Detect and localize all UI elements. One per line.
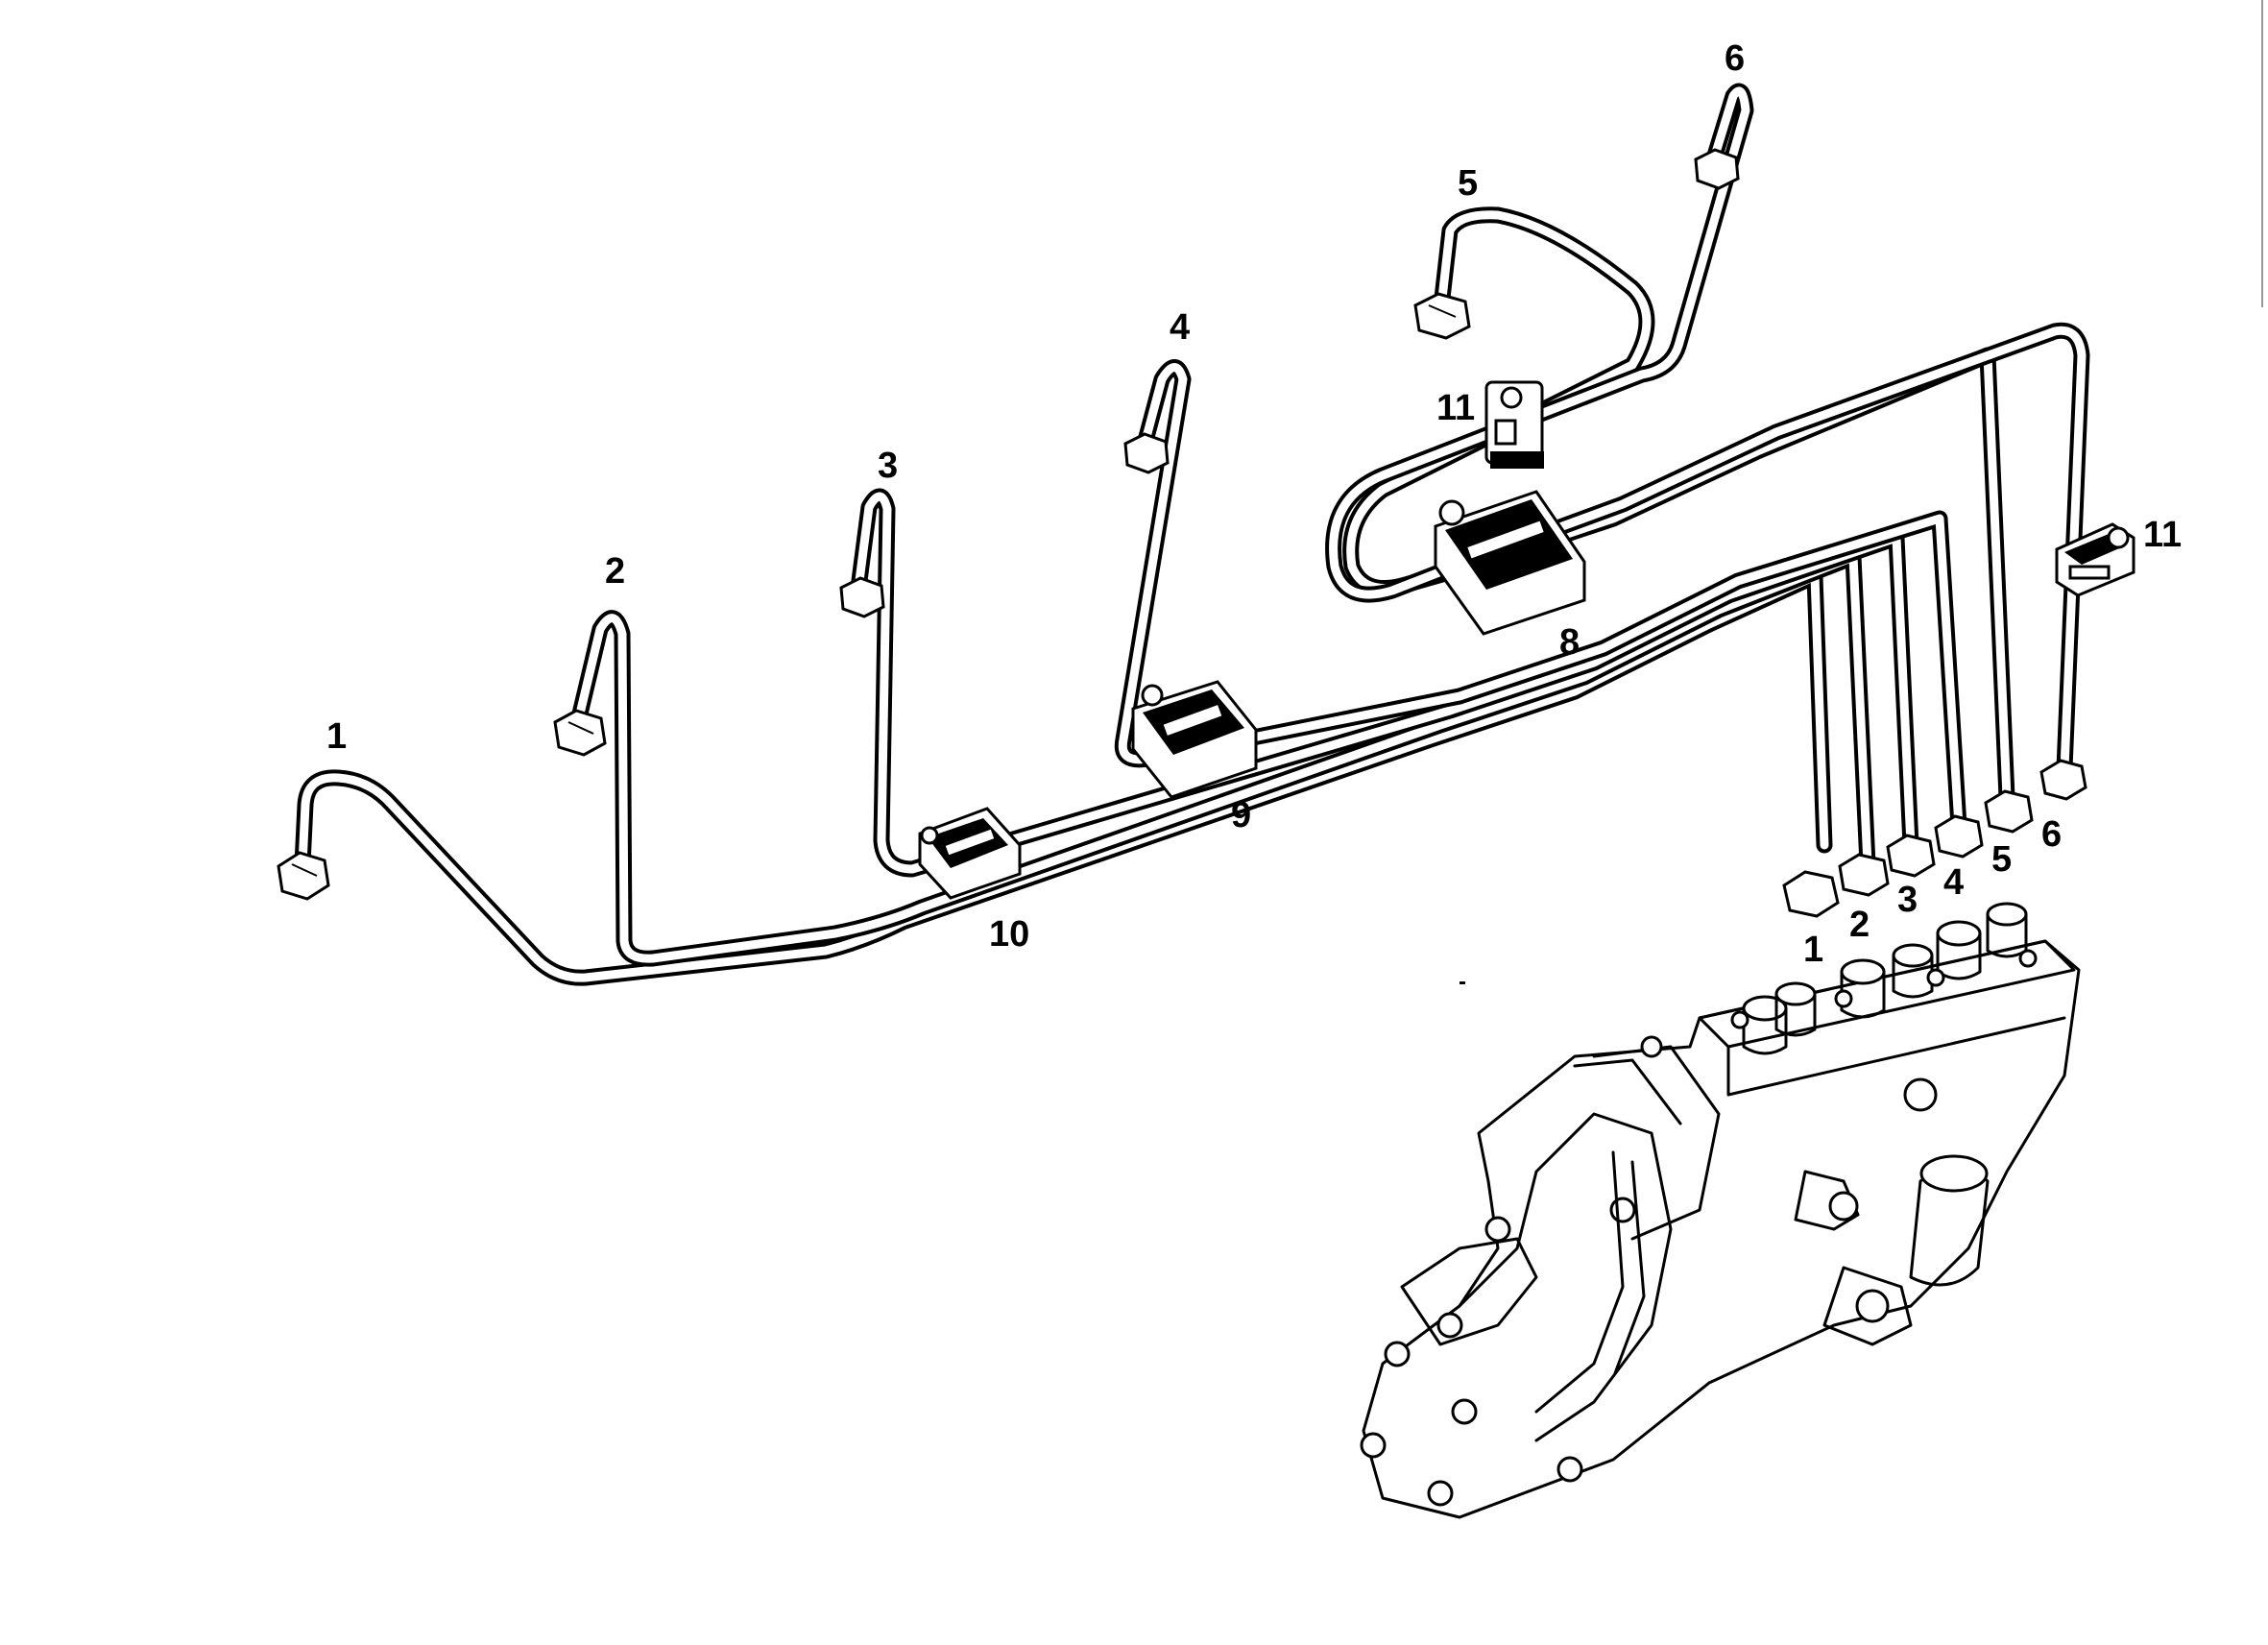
bracket-11-top — [1484, 380, 1544, 469]
callout-pipe-1: 1 — [326, 716, 348, 757]
pipe-2 — [567, 548, 1876, 967]
bracket-11-right — [2055, 522, 2135, 597]
callout-clamp-9: 9 — [1231, 795, 1252, 835]
callout-pipe-4: 4 — [1170, 307, 1191, 348]
delivery-valve-holders — [1698, 902, 2076, 1097]
callout-clamp-8: 8 — [1559, 622, 1580, 663]
clamp-10 — [918, 807, 1022, 900]
pipe-3 — [849, 488, 1919, 878]
pump-bolts — [1360, 1035, 1663, 1507]
clamp-9 — [1131, 680, 1258, 799]
pipe-4 — [1114, 359, 1967, 835]
outlet-nut-4 — [1934, 814, 1984, 859]
callout-outlet-3: 3 — [1897, 880, 1918, 920]
callout-outlet-4: 4 — [1943, 862, 1965, 903]
nut-pipe-5 — [1413, 292, 1471, 340]
pipe-5 — [1342, 206, 2015, 806]
clamp-8 — [1434, 490, 1586, 636]
callout-outlet-6: 6 — [2041, 814, 2063, 855]
scan-mark — [1460, 981, 1465, 984]
outlet-nut-5 — [1984, 789, 2034, 834]
pump-side-fittings — [1794, 1077, 1990, 1346]
callout-pipe-2: 2 — [605, 551, 626, 592]
callout-outlet-5: 5 — [1991, 839, 2013, 880]
injection-pipes — [294, 83, 2090, 986]
pipe-1 — [294, 568, 1833, 986]
callout-pipe-5: 5 — [1458, 163, 1479, 204]
outlet-nut-1 — [1782, 870, 1840, 918]
callout-outlet-2: 2 — [1849, 905, 1870, 945]
outlet-nut-6 — [2039, 759, 2087, 801]
nut-pipe-6 — [1694, 148, 1740, 190]
nut-pipe-2 — [553, 709, 607, 757]
callout-bracket-11-top: 11 — [1436, 388, 1476, 428]
callout-outlet-1: 1 — [1803, 930, 1824, 970]
nut-pipe-3 — [839, 576, 885, 618]
callout-pipe-6: 6 — [1725, 38, 1746, 79]
outlet-nut-3 — [1886, 834, 1936, 878]
injection-pump — [1360, 902, 2081, 1519]
callout-bracket-11-right: 11 — [2143, 515, 2183, 555]
nut-pipe-1 — [277, 851, 330, 901]
pump-outlet-nuts — [1782, 759, 2087, 918]
pipe-6 — [1325, 83, 2090, 777]
injector-nuts — [277, 148, 1740, 901]
outlet-nut-2 — [1838, 853, 1890, 897]
callout-pipe-3: 3 — [878, 446, 899, 486]
nut-pipe-4 — [1123, 432, 1170, 474]
callout-clamp-10: 10 — [989, 914, 1030, 955]
